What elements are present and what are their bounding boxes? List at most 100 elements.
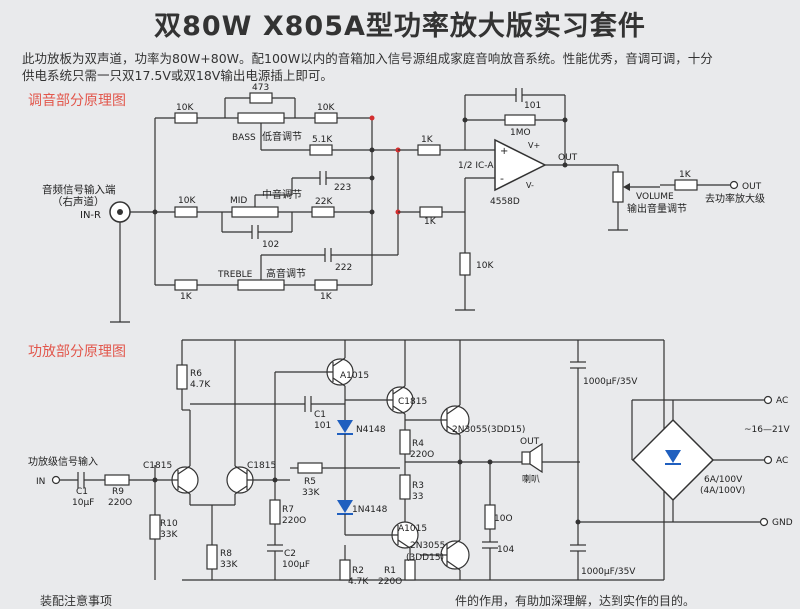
in-r-label: IN-R (80, 210, 101, 221)
amp-in-label: IN (36, 477, 45, 487)
r7-label: R7 (282, 505, 294, 515)
cap-top-label: 1000μF/35V (583, 377, 638, 387)
gnd-label: GND (772, 518, 793, 528)
c1815-top-label: C1815 (398, 397, 427, 407)
intro-line-2: 供电系统只需一只双17.5V或双18V输出电源插上即可。 (22, 68, 333, 83)
treble-label: TREBLE (217, 270, 253, 280)
cap-bottom-label: 1000μF/35V (581, 567, 636, 577)
bridge-rating-2: (4A/100V) (700, 486, 745, 496)
diode-bottom-label: 1N4148 (352, 505, 388, 515)
to-amp-label: 去功率放大级 (705, 192, 765, 205)
c-104-label: 104 (497, 545, 514, 555)
bass-cn-label: 低音调节 (262, 130, 302, 143)
bass-label: BASS (232, 133, 256, 143)
amp-input-label: 功放级信号输入 (28, 455, 98, 468)
ac-bottom-label: AC (776, 456, 788, 466)
opamp-out-label: OUT (558, 153, 578, 163)
intro-line-1: 此功放板为双声道，功率为80W+80W。配100W以内的音箱加入信号源组成家庭音… (22, 51, 713, 66)
r8-label: R8 (220, 549, 232, 559)
opamp-plus: + (500, 146, 508, 157)
r9-label: R9 (112, 487, 124, 497)
r2-value: 4.7K (348, 577, 369, 587)
speaker-label: 喇叭 (522, 473, 540, 485)
page-title: 双80W X805A型功率放大版实习套件 (154, 11, 646, 42)
pot-473: 473 (252, 83, 269, 93)
r2-label: R2 (352, 566, 364, 576)
v-plus-label: V+ (528, 141, 540, 150)
a1015-bottom-label: A1015 (398, 524, 427, 534)
diode-top (337, 420, 353, 433)
v-minus-label: V- (526, 181, 534, 190)
r7-value: 220O (282, 516, 306, 526)
r-10k-gnd: 10K (476, 261, 494, 271)
r-1k-mid: 1K (424, 217, 437, 227)
c-102: 102 (262, 240, 279, 250)
footer-left-text: 装配注意事项 (40, 594, 113, 608)
r-10o-label: 10O (494, 514, 513, 524)
speaker-icon (521, 451, 531, 465)
r4-label: R4 (412, 439, 424, 449)
r6-value: 4.7K (190, 380, 211, 390)
r1-label: R1 (384, 566, 396, 576)
tone-control-schematic: 音频信号输入端 （右声道） IN-R 10K 473 10K BASS 低音调节… (42, 83, 765, 323)
q-bottom-label: 2N3055 (410, 541, 445, 551)
r10-label: R10 (160, 519, 178, 529)
c1815-left-label: C1815 (143, 461, 172, 471)
r-1k-bot2: 1K (320, 292, 333, 302)
opamp-minus: - (500, 172, 504, 185)
volume-label: VOLUME (636, 192, 674, 202)
r1-value: 220O (378, 577, 402, 587)
r-5-1k: 5.1K (312, 135, 333, 145)
diode-bottom (337, 500, 353, 513)
a1015-top-label: A1015 (340, 371, 369, 381)
r5-value: 33K (302, 488, 320, 498)
ac-range-label: ~16—21V (744, 425, 790, 435)
ic-label: 1/2 IC-A (458, 161, 494, 171)
q-bottom-label-2: (3DD15) (406, 553, 444, 563)
footer-right-text: 件的作用，有助加深理解，达到实作的目的。 (455, 594, 696, 608)
r6-label: R6 (190, 369, 202, 379)
tone-out-label: OUT (742, 182, 762, 192)
input-label-1: 音频信号输入端 (42, 183, 116, 196)
amp-section-heading: 功放部分原理图 (28, 344, 126, 360)
c-223: 223 (334, 183, 351, 193)
r-10k-mid: 10K (178, 196, 196, 206)
amp-out-label: OUT (520, 437, 540, 447)
r-10k-top2: 10K (317, 103, 335, 113)
r-1mo: 1MO (510, 128, 531, 138)
mid-cn-label: 中音调节 (262, 188, 302, 201)
r-1k-ic: 1K (421, 135, 434, 145)
c1-in-label: C1 (76, 487, 88, 497)
r-1k-bot: 1K (180, 292, 193, 302)
c2-value: 100μF (282, 560, 310, 570)
r-1k-out: 1K (679, 170, 692, 180)
diode-top-label: N4148 (356, 425, 386, 435)
r8-value: 33K (220, 560, 238, 570)
bridge-rating-1: 6A/100V (704, 475, 743, 485)
input-label-2: （右声道） (52, 195, 105, 208)
r10-value: 33K (160, 530, 178, 540)
r9-value: 220O (108, 498, 132, 508)
r3-value: 33 (412, 492, 423, 502)
r-22k: 22K (315, 197, 333, 207)
c2-label: C2 (284, 549, 296, 559)
c-101: 101 (524, 101, 541, 111)
power-amp-schematic: R6 4.7K A1015 C1815 C1 101 N4148 R4 220O… (28, 339, 793, 587)
c1815-mid-label: C1815 (247, 461, 276, 471)
r5-label: R5 (304, 477, 316, 487)
r3-label: R3 (412, 481, 424, 491)
mid-label: MID (230, 196, 247, 206)
c1-in-value: 10μF (72, 498, 94, 508)
opamp-symbol (494, 138, 547, 192)
treble-cn-label: 高音调节 (266, 267, 306, 280)
volume-cn-label: 输出音量调节 (627, 202, 687, 215)
q-top-label: 2N3055(3DD15) (452, 425, 525, 435)
c1-label: C1 (314, 410, 326, 420)
c1-value: 101 (314, 421, 331, 431)
ic-part-label: 4558D (490, 197, 520, 207)
tone-section-heading: 调音部分原理图 (28, 93, 126, 109)
r-10k-top: 10K (176, 103, 194, 113)
c-222: 222 (335, 263, 352, 273)
ac-top-label: AC (776, 396, 788, 406)
